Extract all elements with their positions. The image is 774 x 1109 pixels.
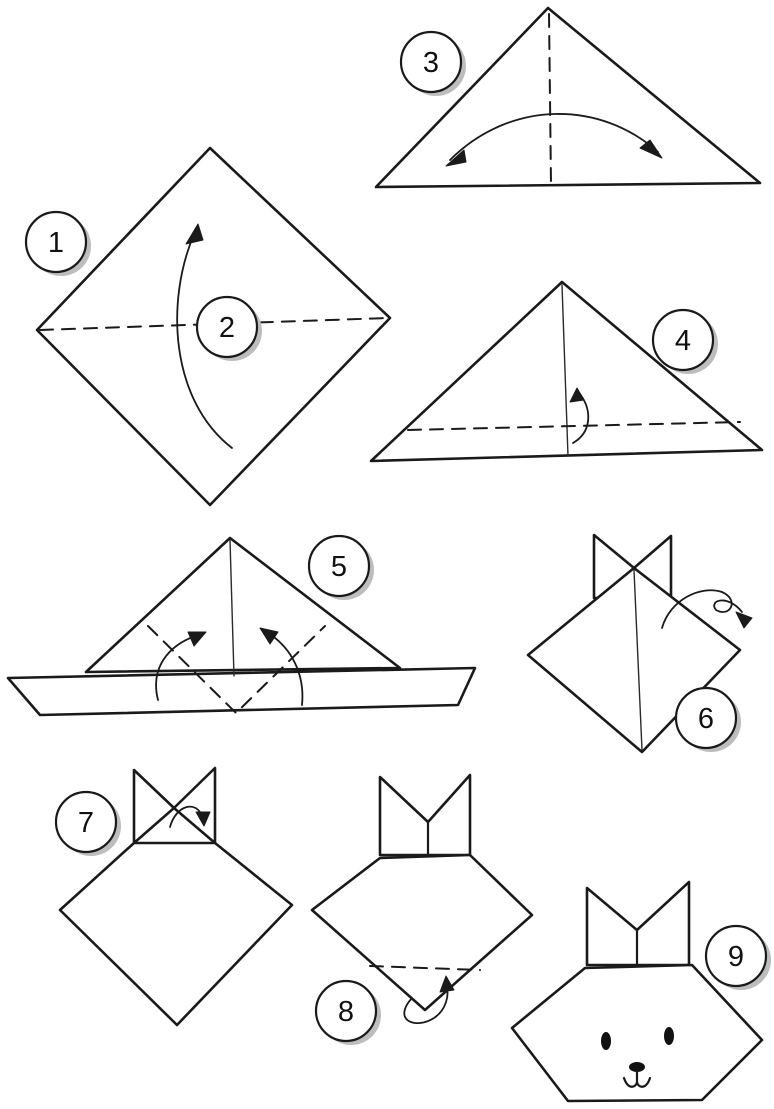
step-badge-8: 8 xyxy=(316,981,381,1045)
step-4-triangle xyxy=(371,282,762,461)
left-eye xyxy=(601,1032,611,1050)
step-number: 9 xyxy=(728,941,744,973)
step-number: 7 xyxy=(78,807,94,839)
right-ear xyxy=(174,768,215,843)
step-badge-1: 1 xyxy=(26,212,91,276)
step-badge-5: 5 xyxy=(309,536,374,600)
step-number: 4 xyxy=(675,325,691,357)
left-ear xyxy=(134,770,174,843)
step-number: 3 xyxy=(423,47,439,79)
step-5-hat xyxy=(8,538,475,715)
step-number: 8 xyxy=(338,996,354,1028)
step-number: 6 xyxy=(698,703,714,735)
step-9-bunny-face xyxy=(512,882,762,1101)
right-eye xyxy=(664,1027,674,1045)
step-badge-4: 4 xyxy=(653,310,718,374)
step-badge-7: 7 xyxy=(56,792,121,856)
step-badge-9: 9 xyxy=(706,926,771,990)
step-badge-6: 6 xyxy=(676,688,741,752)
step-number: 2 xyxy=(219,312,235,344)
ears-block xyxy=(380,775,470,855)
step-number: 1 xyxy=(48,227,64,259)
flip-over-arrowhead xyxy=(736,612,752,628)
step-badge-3: 3 xyxy=(401,32,466,96)
step-number: 5 xyxy=(331,551,347,583)
